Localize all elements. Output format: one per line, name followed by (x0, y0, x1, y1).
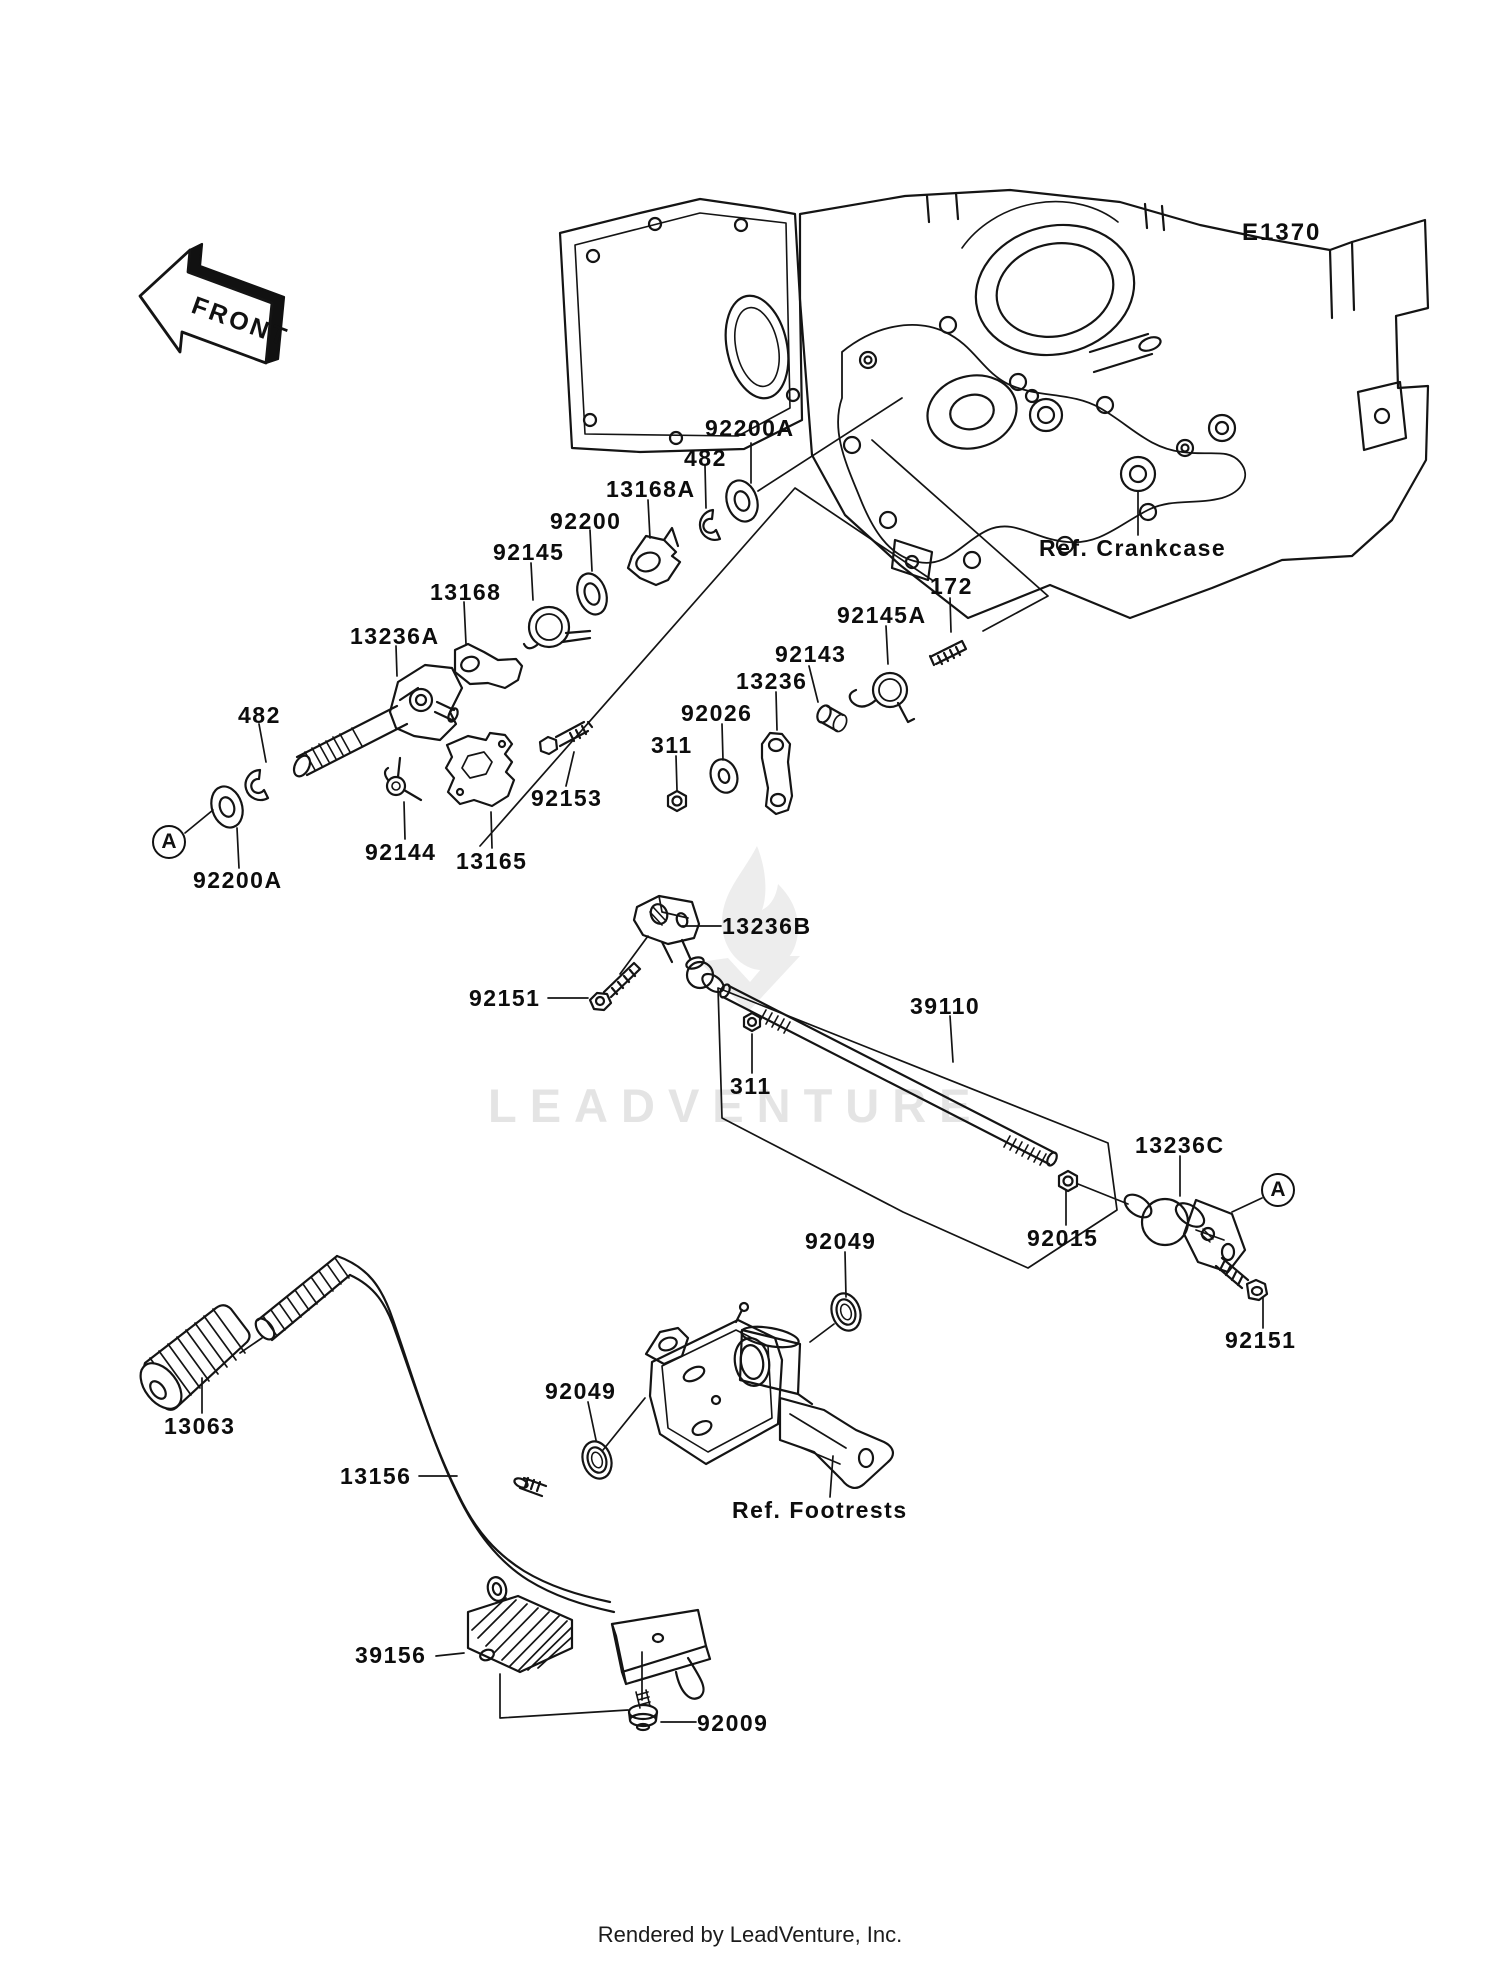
front-direction-arrow: FRONT (138, 242, 293, 365)
part-label-92009: 92009 (697, 1710, 769, 1736)
shift-shaft-parts (210, 479, 968, 829)
part-label-92049: 92049 (545, 1378, 617, 1404)
crankcase-drawing (558, 188, 1430, 620)
part-label-ref-crankcase: Ref. Crankcase (1039, 535, 1227, 561)
part-label-13168: 13168 (430, 579, 502, 605)
part-label-172: 172 (930, 573, 973, 599)
part-label-482: 482 (238, 702, 281, 728)
part-label-92151: 92151 (1225, 1327, 1297, 1353)
part-label-92200a: 92200A (705, 415, 795, 441)
part-label-92200a: 92200A (193, 867, 283, 893)
shift-linkage-parts (588, 894, 1269, 1302)
footrest-bracket-parts (513, 1292, 894, 1498)
part-label-13165: 13165 (456, 848, 528, 874)
footer-credit: Rendered by LeadVenture, Inc. (597, 1922, 903, 1947)
part-label-13236c: 13236C (1135, 1132, 1225, 1158)
part-label-13168a: 13168A (606, 476, 696, 502)
part-label-92015: 92015 (1027, 1225, 1099, 1251)
part-label-92049: 92049 (805, 1228, 877, 1254)
part-label-13236: 13236 (736, 668, 808, 694)
part-label-482: 482 (684, 445, 727, 471)
part-label-ref-footrests: Ref. Footrests (732, 1497, 908, 1523)
part-label-92143: 92143 (775, 641, 847, 667)
part-label-39110: 39110 (910, 993, 981, 1019)
part-label-92144: 92144 (365, 839, 437, 865)
part-label-92145a: 92145A (837, 602, 927, 628)
leadventure-flame-logo-watermark (700, 846, 800, 1012)
assembly-marker-a: A (152, 825, 186, 859)
part-label-92026: 92026 (681, 700, 753, 726)
part-label-13063: 13063 (164, 1413, 236, 1439)
leadventure-watermark-text: LEADVENTURE (488, 1079, 984, 1132)
part-label-311: 311 (651, 732, 693, 758)
part-label-13236b: 13236B (722, 913, 812, 939)
part-label-13156: 13156 (340, 1463, 412, 1489)
part-label-39156: 39156 (355, 1642, 427, 1668)
part-label-92200: 92200 (550, 508, 622, 534)
shift-pedal-parts (139, 1254, 712, 1732)
assembly-marker-a: A (1261, 1173, 1295, 1207)
leader-lines (184, 397, 1264, 1723)
part-label-311: 311 (730, 1073, 772, 1099)
part-label-13236a: 13236A (350, 623, 440, 649)
diagram-code: E1370 (1242, 219, 1322, 246)
part-label-92151: 92151 (469, 985, 541, 1011)
part-label-92145: 92145 (493, 539, 565, 565)
part-label-92153: 92153 (531, 785, 603, 811)
